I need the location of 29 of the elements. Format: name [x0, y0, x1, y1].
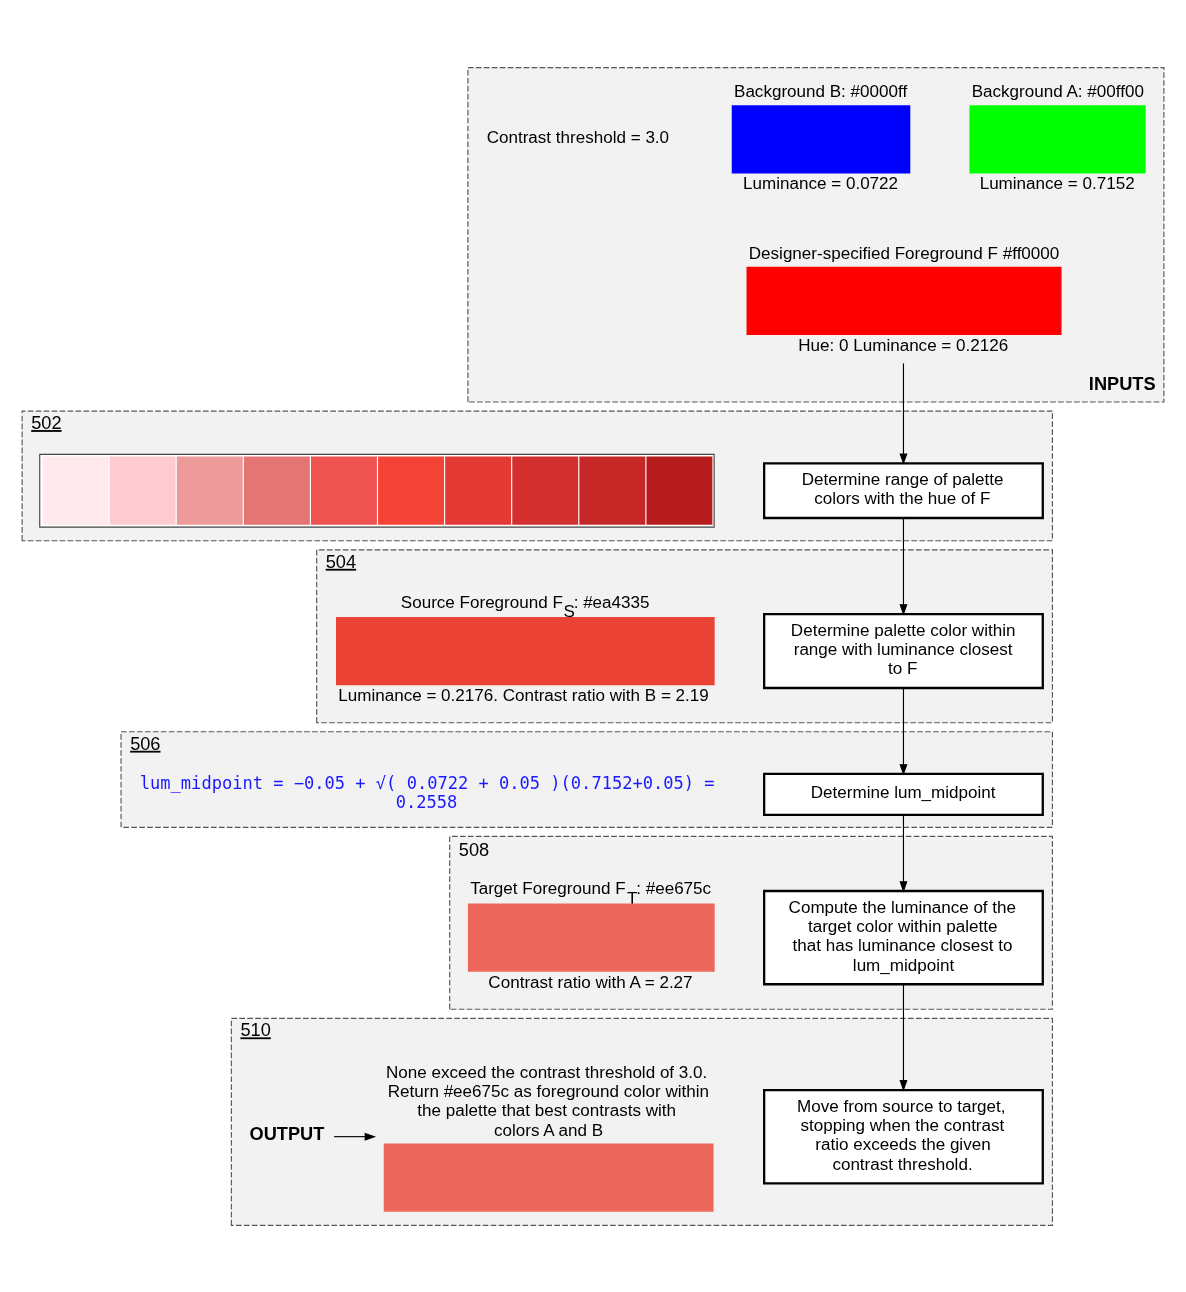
node-box: [969, 104, 1146, 173]
node-label: Luminance = 0.7152: [979, 173, 1135, 193]
node-label: Contrast ratio with A = 2.27: [488, 972, 693, 992]
label: lum_midpoint = −0.05 + √( 0.0722 + 0.05 )(0.7152+0.05) = 0.2558: [139, 772, 715, 812]
node-box: Determine range of palette colors with the hue of F: [763, 461, 1044, 519]
node-box: Compute the luminance of the target color within palette that has luminance closest to lum_midpoint: [763, 889, 1044, 985]
arrow: [899, 517, 908, 616]
arrow: [899, 814, 908, 893]
node-box: [383, 1142, 714, 1212]
node-label: Luminance = 0.2176. Contrast ratio with B = 2.19: [338, 685, 709, 705]
node-box: Move from source to target, stopping when the contrast ratio exceeds the given contrast threshold.: [763, 1088, 1044, 1184]
label: Contrast threshold = 3.0: [486, 127, 670, 147]
node-box: [336, 616, 715, 685]
node-box: Determine palette color within range with luminance closest to F: [763, 612, 1044, 689]
node-box: Determine lum_midpoint: [763, 772, 1044, 816]
node-label: Luminance = 0.0722: [743, 173, 899, 193]
node-box: [731, 104, 911, 173]
node-label: Designer-specified Foreground F #ff0000: [748, 243, 1060, 263]
arrow: [333, 1132, 377, 1141]
node-label: None exceed the contrast threshold of 3.0. Return #ee675c as foreground color within the palette that best contrasts with colors A and B: [386, 1062, 709, 1140]
arrow: [899, 983, 908, 1091]
node-text: OUTPUT: [249, 1123, 325, 1144]
node-box: [467, 903, 715, 972]
node-label: Background B: #0000ff: [734, 81, 908, 101]
node-box: [746, 266, 1062, 335]
arrow: [899, 687, 908, 776]
node-label: Hue: 0 Luminance = 0.2126: [798, 335, 1009, 355]
arrow: [899, 362, 908, 465]
node-label: Background A: #00ff00: [971, 81, 1144, 101]
